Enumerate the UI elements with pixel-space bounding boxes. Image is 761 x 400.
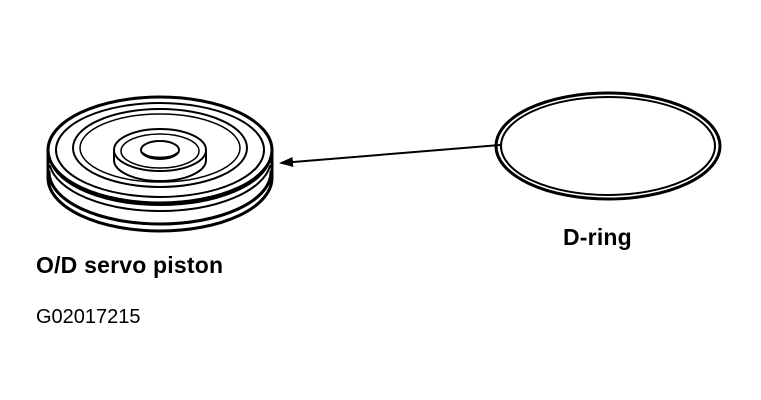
o-ring-seal-icon (494, 91, 722, 201)
d-ring-label: D-ring (563, 224, 632, 250)
figure-id: G02017215 (36, 306, 141, 328)
servo-piston-icon (46, 95, 274, 233)
servo-piston-label: O/D servo piston (36, 252, 224, 278)
pointer-arrow (279, 144, 501, 168)
